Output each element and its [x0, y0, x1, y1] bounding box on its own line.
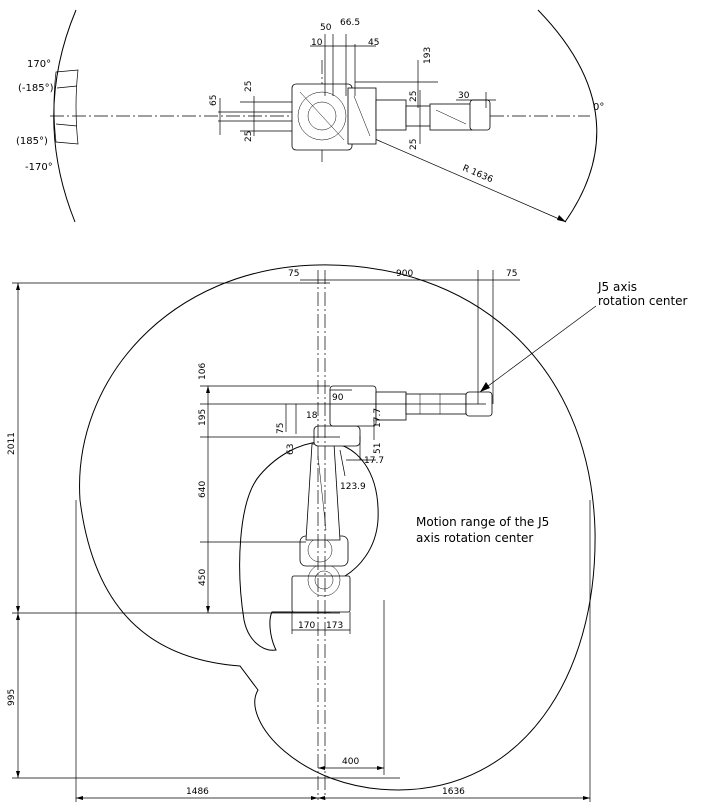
dim-17-7-b: 17.7 [364, 456, 384, 466]
j5-motion-range [239, 441, 379, 651]
dim-1636: 1636 [442, 787, 465, 797]
angle-minus-170: -170° [25, 162, 53, 173]
angle-minus-185: (-185°) [18, 83, 54, 94]
dim-2011: 2011 [7, 432, 17, 455]
dim-900: 900 [396, 269, 413, 279]
dim-51: 51 [373, 443, 383, 454]
dim-25-c: 25 [409, 91, 419, 102]
dim-400: 400 [342, 757, 359, 767]
dim-45: 45 [368, 38, 379, 48]
angle-170: 170° [27, 59, 51, 70]
angle-185: (185°) [16, 136, 48, 147]
dim-193: 193 [423, 47, 433, 64]
dim-640: 640 [198, 481, 208, 498]
side-view-labels: 75 900 75 106 90 195 18 75 63 51 17.7 17… [7, 269, 688, 797]
angle-0: 0° [593, 102, 604, 113]
robot-side-view [291, 385, 493, 613]
dim-995: 995 [7, 689, 17, 706]
dim-r1636: R 1636 [461, 164, 495, 186]
motion-range-line2: axis rotation center [416, 531, 533, 545]
angle-scale-box [53, 69, 79, 145]
dim-50: 50 [320, 23, 332, 33]
outer-work-envelope [79, 264, 596, 791]
dim-123-9: 123.9 [340, 482, 366, 492]
dim-25-d: 25 [409, 139, 419, 150]
dim-173: 173 [326, 621, 343, 631]
top-view [50, 9, 598, 223]
dim-17-7-a: 17.7 [373, 408, 383, 428]
robot-top-view [291, 83, 491, 151]
dim-25-a: 25 [244, 81, 254, 92]
dim-1486: 1486 [186, 787, 209, 797]
dim-18: 18 [306, 411, 318, 421]
j5-leader-line [479, 305, 597, 393]
top-right-range-arc [537, 9, 598, 223]
dim-106: 106 [198, 363, 208, 380]
dim-75-a: 75 [288, 269, 299, 279]
motion-range-line1: Motion range of the J5 [416, 515, 549, 529]
dim-25-b: 25 [244, 131, 254, 142]
dim-63: 63 [286, 444, 296, 455]
dim-195: 195 [198, 409, 208, 426]
dim-65: 65 [209, 95, 219, 106]
dim-30: 30 [458, 91, 470, 101]
side-view [12, 264, 597, 802]
dim-10: 10 [311, 38, 323, 48]
j5-label-line1: J5 axis [597, 280, 637, 294]
dim-66-5: 66.5 [340, 18, 360, 28]
dim-90: 90 [332, 393, 344, 403]
dim-450: 450 [198, 569, 208, 586]
j5-label-line2: rotation center [598, 294, 688, 308]
dim-170: 170 [298, 621, 315, 631]
dim-75-b: 75 [506, 269, 517, 279]
dim-75-c: 75 [276, 423, 286, 434]
